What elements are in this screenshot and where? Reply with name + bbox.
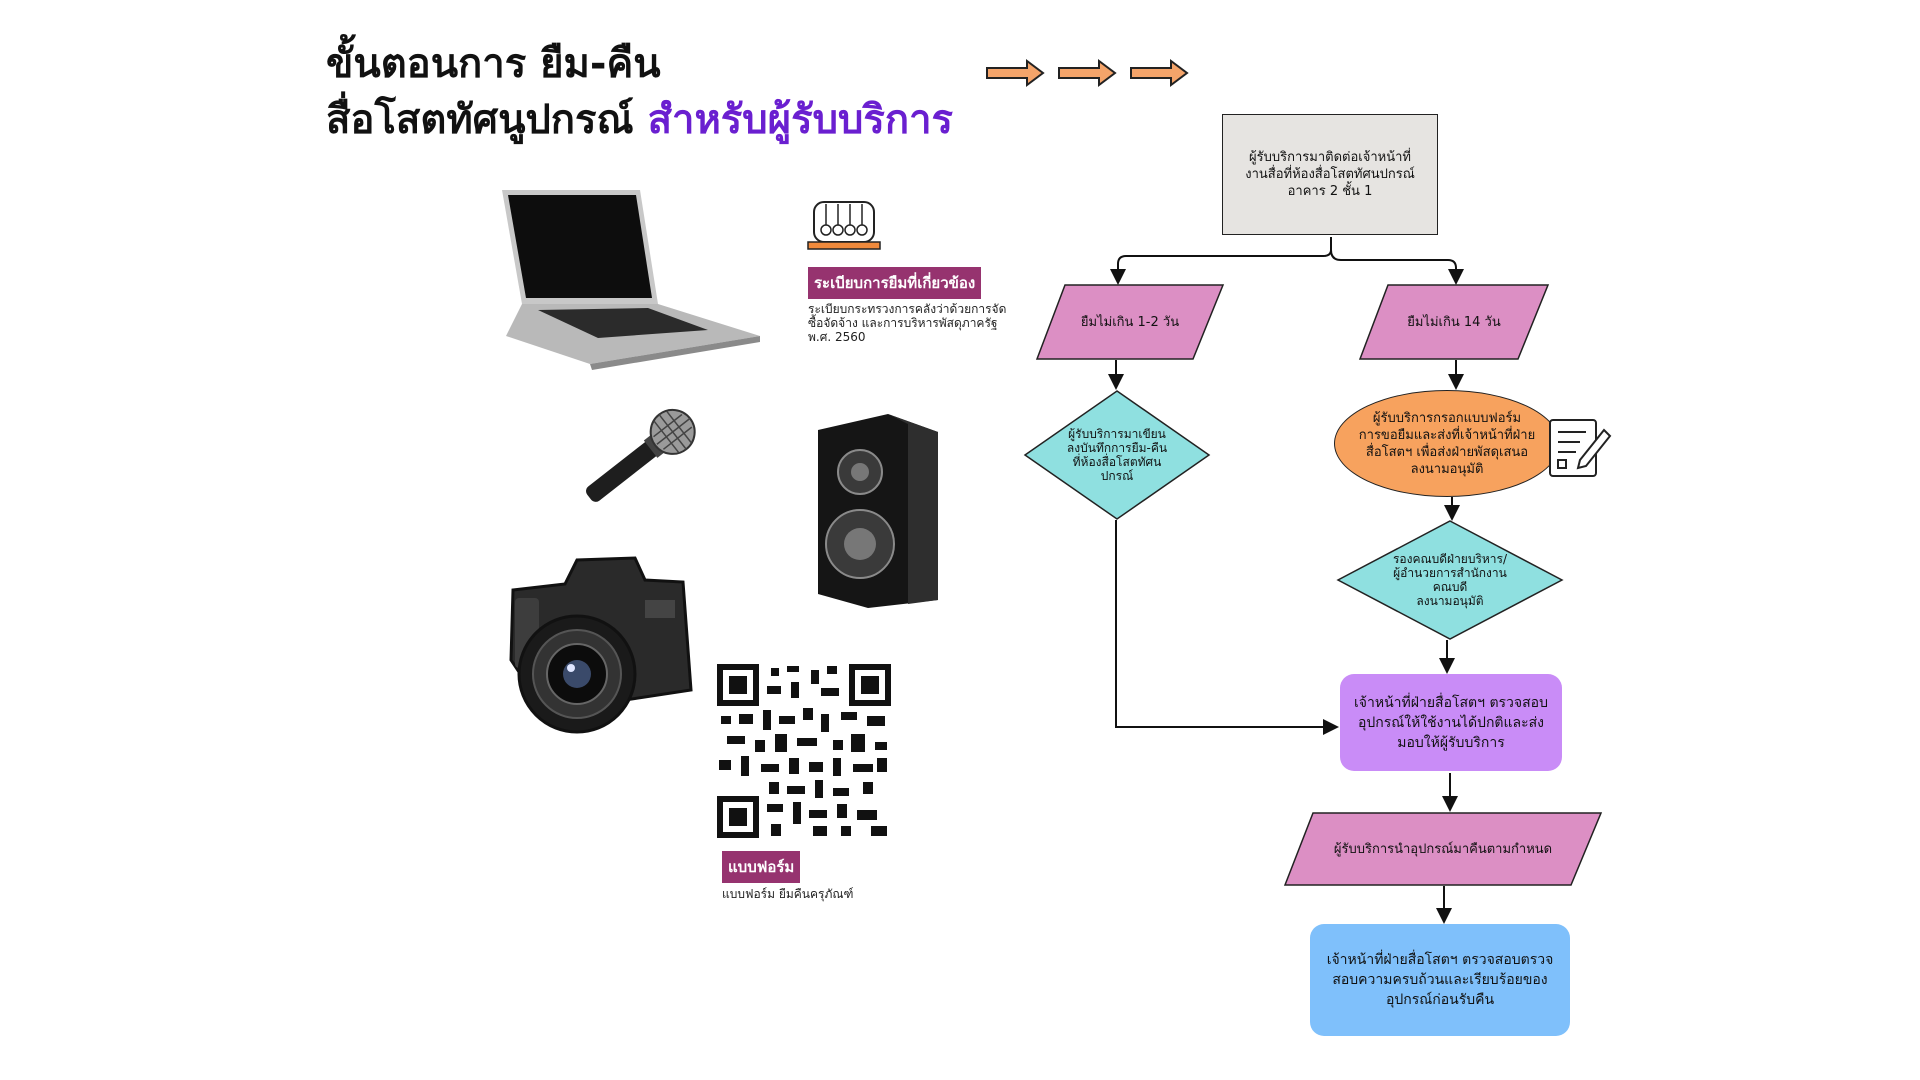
left-branch-label: ยืมไม่เกิน 1-2 วัน (1080, 314, 1180, 330)
left-diamond-line: ปกรณ์ (1100, 469, 1134, 483)
return-parallelogram (1283, 812, 1603, 886)
page-title-line-2: สื่อโสตทัศนูปกรณ์ สำหรับผู้รับบริการ (326, 96, 953, 144)
approve-line: ผู้อำนวยการสำนักงาน (1393, 566, 1507, 580)
approve-line: รองคณบดีฝ่ายบริหาร/ (1392, 552, 1508, 566)
regulation-text: ระเบียบกระทรวงการคลังว่าด้วยการจัด ซื้อจ… (808, 302, 1006, 344)
approve-diamond (1336, 520, 1564, 640)
laptop-icon (502, 190, 760, 370)
final-line: อุปกรณ์ก่อนรับคืน (1385, 992, 1495, 1008)
check-line: มอบให้ผู้รับบริการ (1397, 734, 1505, 751)
approve-line: ลงนามอนุมัติ (1416, 594, 1484, 608)
final-box: เจ้าหน้าที่ฝ่ายสื่อโสตฯ ตรวจสอบตรวจ สอบค… (1310, 924, 1570, 1036)
oval-line: การขอยืมและส่งที่เจ้าหน้าที่ฝ่าย (1358, 427, 1536, 443)
final-line: สอบความครบถ้วนและเรียบร้อยของ (1332, 972, 1548, 988)
qr-code-icon (717, 664, 891, 838)
connector-start-right (1330, 249, 1464, 285)
form-caption: แบบฟอร์ม ยืมคืนครุภัณฑ์ (722, 887, 854, 901)
regulation-line: ซื้อจัดจ้าง และการบริหารพัสดุภาครัฐ (808, 316, 998, 330)
left-diamond-line: ที่ห้องสื่อโสตทัศน (1072, 455, 1162, 469)
start-line: งานสื่อที่ห้องสื่อโสตทัศนปกรณ์ (1245, 167, 1415, 182)
arrow-right-icon (1058, 59, 1117, 87)
arrow-right-icon (986, 59, 1045, 87)
regulation-line: ระเบียบกระทรวงการคลังว่าด้วยการจัด (808, 302, 1007, 316)
approve-diamond-text: รองคณบดีฝ่ายบริหาร/ ผู้อำนวยการสำนักงาน … (1370, 540, 1530, 620)
return-label: ผู้รับบริการนำอุปกรณ์มาคืนตามกำหนด (1333, 841, 1553, 857)
oval-line: สื่อโสตฯ เพื่อส่งฝ่ายพัสดุเสนอ (1365, 444, 1529, 460)
left-diamond (1023, 390, 1211, 520)
connector-left-to-check (1115, 520, 1339, 735)
form-document-icon (1549, 419, 1612, 477)
title-line-2-highlight: สำหรับผู้รับบริการ (647, 97, 954, 143)
left-diamond-line: ผู้รับบริการมาเขียน (1068, 427, 1166, 441)
right-branch-label: ยืมไม่เกิน 14 วัน (1407, 314, 1501, 330)
oval-line: ผู้รับบริการกรอกแบบฟอร์ม (1372, 410, 1522, 426)
camera-icon (509, 556, 693, 734)
orange-oval: ผู้รับบริการกรอกแบบฟอร์ม การขอยืมและส่งท… (1334, 390, 1560, 497)
regulation-line: พ.ศ. 2560 (808, 330, 866, 344)
newtons-cradle-icon (807, 201, 881, 250)
speaker-icon (818, 414, 938, 608)
left-branch-parallelogram (1035, 284, 1225, 360)
start-line: ผู้รับบริการมาติดต่อเจ้าหน้าที่ (1249, 150, 1411, 165)
title-line-2-black: สื่อโสตทัศนูปกรณ์ (326, 97, 634, 143)
flow-start-box: ผู้รับบริการมาติดต่อเจ้าหน้าที่ งานสื่อท… (1222, 114, 1438, 235)
check-line: อุปกรณ์ให้ใช้งานได้ปกติและส่ง (1357, 714, 1545, 731)
page-title-line-1: ขั้นตอนการ ยืม-คืน (326, 41, 661, 87)
check-line: เจ้าหน้าที่ฝ่ายสื่อโสตฯ ตรวจสอบ (1354, 694, 1548, 711)
microphone-icon (586, 408, 696, 502)
right-branch-parallelogram (1358, 284, 1550, 360)
arrow-row (986, 59, 1189, 87)
form-badge: แบบฟอร์ม (722, 851, 801, 883)
arrow-right-icon (1130, 59, 1189, 87)
oval-line: ลงนามอนุมัติ (1410, 461, 1484, 477)
approve-line: คณบดี (1432, 580, 1468, 594)
connector-start-left (1110, 237, 1332, 285)
check-box: เจ้าหน้าที่ฝ่ายสื่อโสตฯ ตรวจสอบ อุปกรณ์ใ… (1340, 674, 1562, 771)
start-line: อาคาร 2 ชั้น 1 (1287, 184, 1373, 199)
final-line: เจ้าหน้าที่ฝ่ายสื่อโสตฯ ตรวจสอบตรวจ (1326, 952, 1554, 968)
left-diamond-line: ลงบันทึกการยืม-คืน (1066, 441, 1168, 455)
left-diamond-text: ผู้รับบริการมาเขียน ลงบันทึกการยืม-คืน ท… (1044, 408, 1190, 502)
regulation-badge: ระเบียบการยืมที่เกี่ยวข้อง (808, 267, 982, 299)
